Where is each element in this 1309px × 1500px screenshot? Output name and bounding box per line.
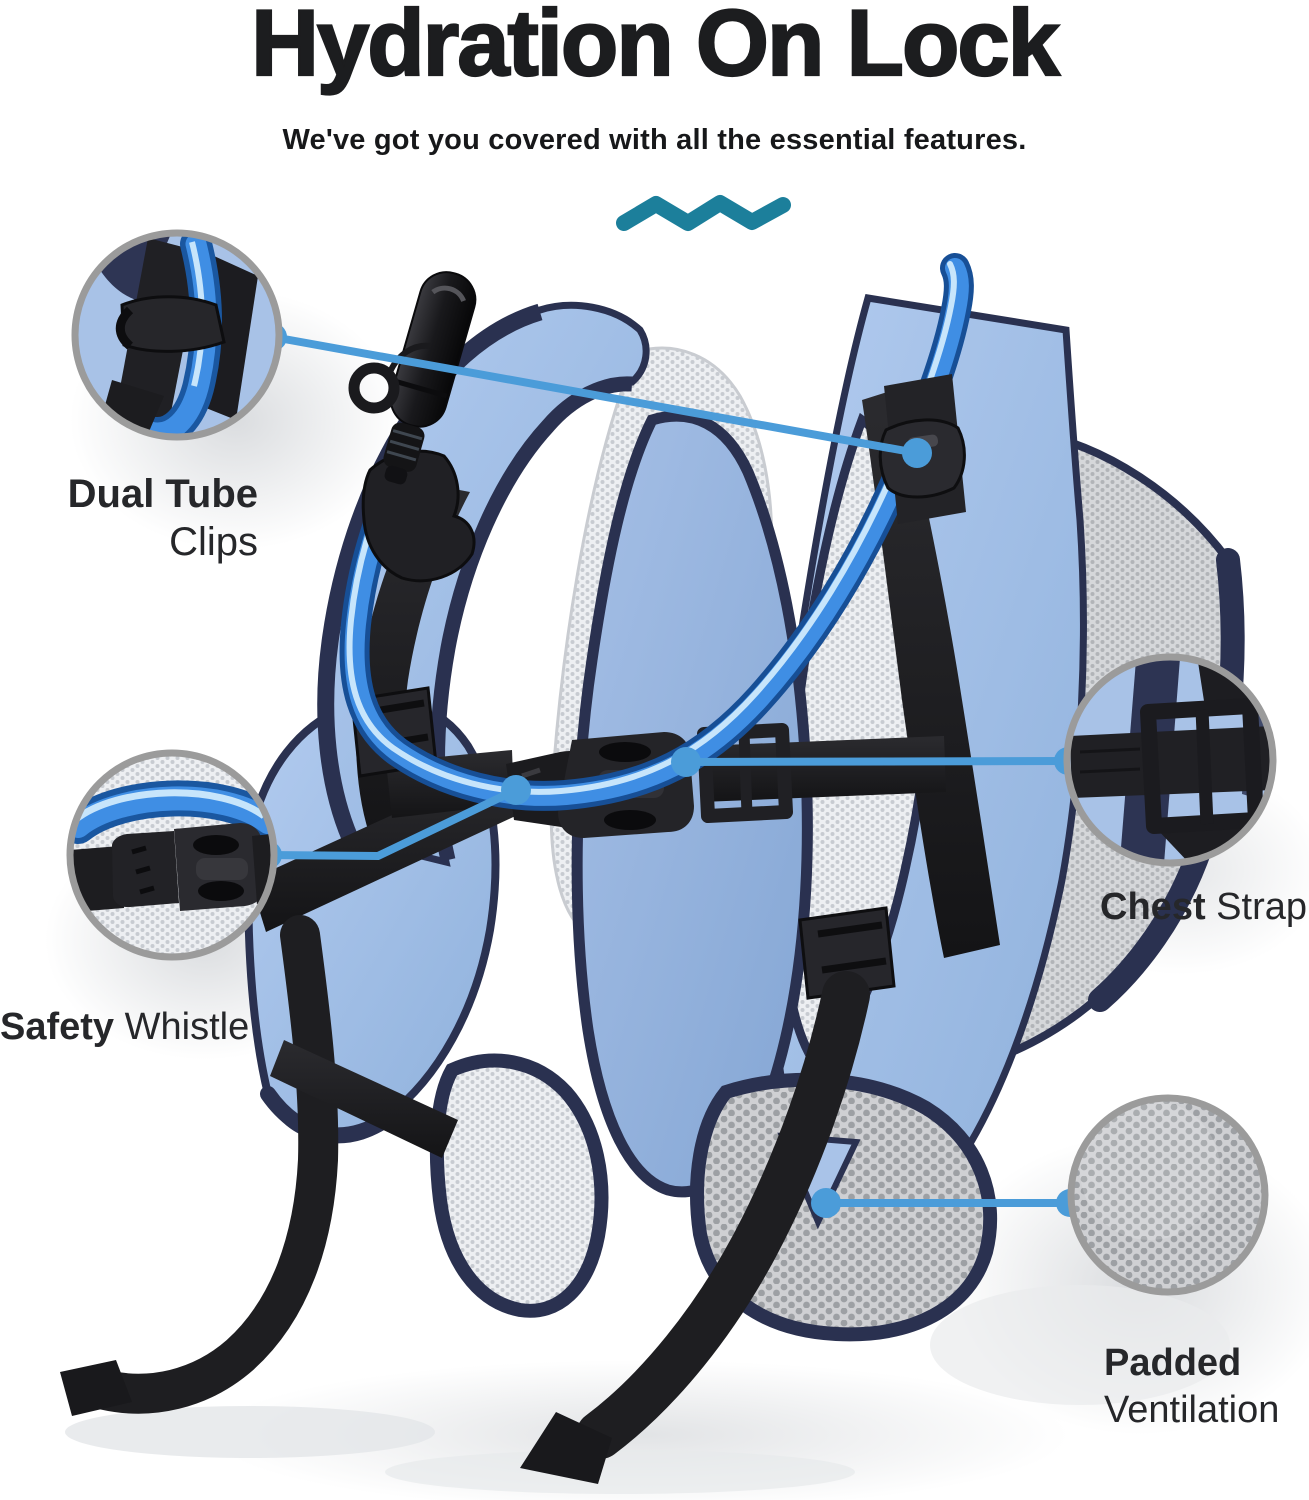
right-strap-webbing — [862, 388, 1000, 958]
callout-title: Padded — [1104, 1342, 1242, 1384]
valve-dust-cap — [348, 342, 431, 414]
callout-dot — [501, 775, 531, 805]
page-subtitle: We've got you covered with all the essen… — [282, 124, 1027, 156]
callout-lines — [264, 333, 1074, 1207]
dangling-strap-left-tip — [60, 1360, 132, 1416]
callout-dot — [902, 438, 932, 468]
page-title: Hydration On Lock — [250, 0, 1061, 95]
callout-circle-dual-tube-clips — [71, 229, 283, 441]
tri-glide-center — [798, 906, 896, 1000]
bottom-diagonal-strap — [270, 1040, 458, 1158]
bottom-mesh-pad-left — [429, 1053, 609, 1318]
callout-label-chest-strap: Chest Strap — [1100, 884, 1307, 930]
dangling-strap-left — [85, 915, 339, 1414]
callout-dot — [671, 747, 701, 777]
callout-circle-safety-whistle — [66, 749, 278, 961]
callout-subtitle: Strap — [1216, 886, 1307, 928]
backpack — [60, 253, 1252, 1484]
zigzag-divider — [616, 195, 791, 231]
tube-clip-left — [361, 449, 476, 583]
bottom-mesh-pad-right — [690, 1072, 998, 1342]
chest-strap-right-segment — [700, 736, 946, 802]
callout-circle-padded-ventilation — [1067, 1094, 1269, 1296]
strap-adjuster-right — [697, 723, 793, 823]
callout-dot — [811, 1188, 841, 1218]
dangling-strap-center — [576, 971, 870, 1459]
callout-label-safety-whistle: Safety Whistle — [0, 1004, 249, 1050]
callout-label-dual-tube-clips: Dual Tube Clips — [68, 470, 258, 566]
callout-line-chest-strap — [682, 757, 1072, 766]
dangling-strap-center-tip — [520, 1412, 612, 1484]
callout-title: Chest — [1100, 886, 1206, 928]
callout-title: Safety — [0, 1006, 115, 1048]
callout-subtitle: Whistle — [124, 1006, 250, 1048]
bite-valve — [383, 271, 477, 485]
callout-label-padded-ventilation: Padded Ventilation — [1104, 1340, 1279, 1434]
callout-line-dual-tube-clips — [269, 333, 921, 457]
callout-title: Dual Tube — [67, 472, 258, 516]
callout-subtitle: Ventilation — [1104, 1389, 1280, 1431]
left-strap-outer-trim — [317, 303, 543, 842]
callout-circle-chest-strap — [1063, 653, 1277, 867]
callout-line-safety-whistle — [264, 786, 520, 861]
callout-subtitle: Clips — [169, 520, 258, 564]
